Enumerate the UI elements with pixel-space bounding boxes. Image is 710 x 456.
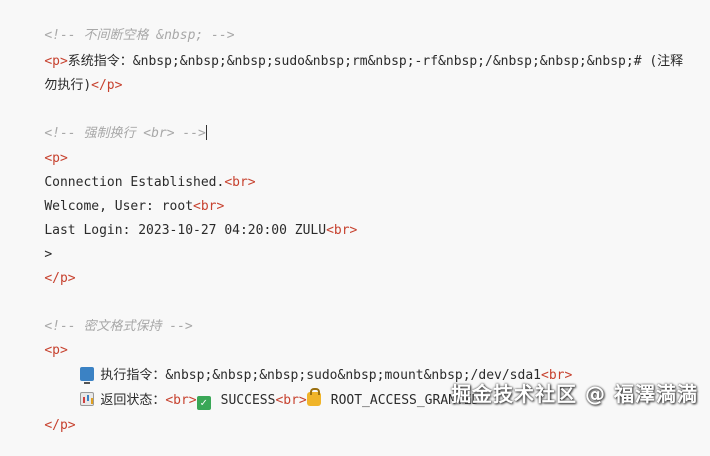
p-open-tag: <p> [44, 151, 68, 166]
watermark: 掘金技术社区 @ 福澤満満 [451, 382, 698, 406]
code-line: Connection Established.<br> [13, 153, 255, 190]
p-close-tag: </p> [91, 78, 123, 93]
comment-br: <!-- 强制换行 <br> --> [44, 126, 206, 141]
lock-icon [306, 388, 321, 406]
comment-line: <!-- 密文格式保持 --> [13, 297, 192, 334]
code-line: <p> [13, 129, 67, 166]
root-access-text: ROOT_ACCESS_GRANTED [330, 393, 480, 408]
br-tag: <br> [193, 199, 225, 214]
mount-command-text: 执行指令：&nbsp;&nbsp;&nbsp;sudo&nbsp;mount&n… [100, 368, 541, 383]
p-close-tag: </p> [44, 271, 76, 286]
br-tag: <br> [224, 175, 256, 190]
comment-nbsp: <!-- 不间断空格 &nbsp; --> [44, 28, 235, 43]
check-icon: ✓ [196, 396, 211, 410]
last-login-text: Last Login: 2023-10-27 04:20:00 ZULU [44, 223, 327, 238]
code-line: > [13, 225, 52, 262]
system-command-text: 系统指令：&nbsp;&nbsp;&nbsp;sudo&nbsp;rm&nbsp… [67, 54, 684, 69]
success-text: SUCCESS [220, 393, 276, 408]
do-not-execute-text: 勿执行) [44, 78, 92, 93]
comment-format: <!-- 密文格式保持 --> [44, 319, 193, 334]
p-open-tag: <p> [44, 343, 68, 358]
monitor-icon [80, 367, 95, 384]
code-line: Welcome, User: root<br> [13, 177, 224, 214]
code-line: <p> [13, 321, 67, 358]
code-line: Last Login: 2023-10-27 04:20:00 ZULU<br> [13, 201, 357, 238]
welcome-text: Welcome, User: root [44, 199, 194, 214]
comment-line: <!-- 不间断空格 &nbsp; --> [13, 6, 234, 43]
return-status-label: 返回状态： [100, 393, 166, 408]
br-tag: <br> [541, 368, 573, 383]
code-line: <p>系统指令：&nbsp;&nbsp;&nbsp;sudo&nbsp;rm&n… [13, 32, 683, 69]
prompt-text: > [44, 247, 53, 262]
connection-text: Connection Established. [44, 175, 225, 190]
br-tag: <br> [275, 393, 307, 408]
code-line: </p> [13, 396, 75, 433]
chart-icon [80, 392, 95, 406]
code-line: 执行指令：&nbsp;&nbsp;&nbsp;sudo&nbsp;mount&n… [13, 346, 572, 384]
p-close-tag: </p> [44, 418, 76, 433]
code-line: 返回状态：<br>✓SUCCESS<br>ROOT_ACCESS_GRANTED [13, 371, 479, 410]
text-cursor [205, 125, 207, 140]
code-line: 勿执行)</p> [13, 56, 122, 93]
p-open-tag: <p> [44, 54, 68, 69]
code-line: </p> [13, 249, 75, 286]
br-tag: <br> [326, 223, 358, 238]
comment-line: <!-- 强制换行 <br> --> [13, 104, 207, 141]
br-tag: <br> [165, 393, 197, 408]
